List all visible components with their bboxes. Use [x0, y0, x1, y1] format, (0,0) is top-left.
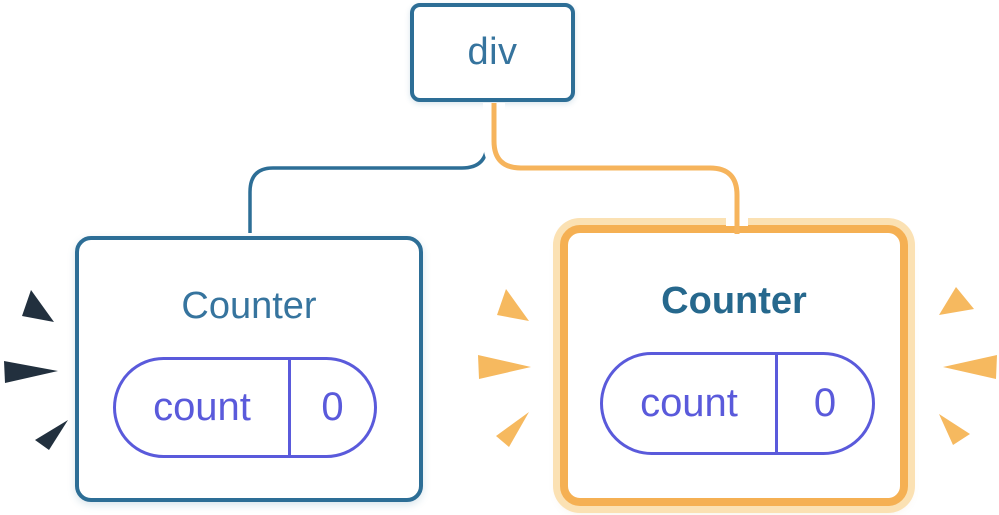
counter-right-title: Counter	[661, 280, 807, 322]
edge-div-to-left-counter	[248, 103, 489, 233]
counter-left-title: Counter	[181, 285, 317, 327]
counter-right-state-pill: count 0	[600, 352, 875, 455]
counter-left-state-pill: count 0	[113, 357, 377, 458]
counter-right-state-key: count	[640, 381, 738, 425]
root-div-label: div	[467, 31, 518, 73]
edge-div-to-right-counter	[491, 103, 740, 234]
spark-dark-bottom-icon	[35, 420, 68, 450]
counter-right-state-value: 0	[775, 355, 872, 452]
spark-orange-right-top-icon	[939, 287, 974, 315]
spark-orange-left-middle-icon	[478, 355, 531, 379]
spark-orange-right-bottom-icon	[939, 414, 970, 445]
counter-card-right-highlighted: Counter count 0	[560, 225, 908, 506]
spark-orange-left-bottom-icon	[496, 412, 529, 447]
counter-left-state-value: 0	[288, 360, 374, 455]
counter-left-state-key: count	[153, 385, 251, 429]
edge-div-to-right-counter-casing	[483, 103, 748, 226]
spark-orange-right-middle-icon	[943, 355, 997, 379]
spark-dark-top-icon	[22, 290, 54, 322]
spark-dark-middle-icon	[4, 361, 58, 383]
spark-orange-left-top-icon	[497, 289, 529, 321]
root-div-node: div	[410, 3, 575, 102]
counter-card-left: Counter count 0	[75, 236, 423, 502]
